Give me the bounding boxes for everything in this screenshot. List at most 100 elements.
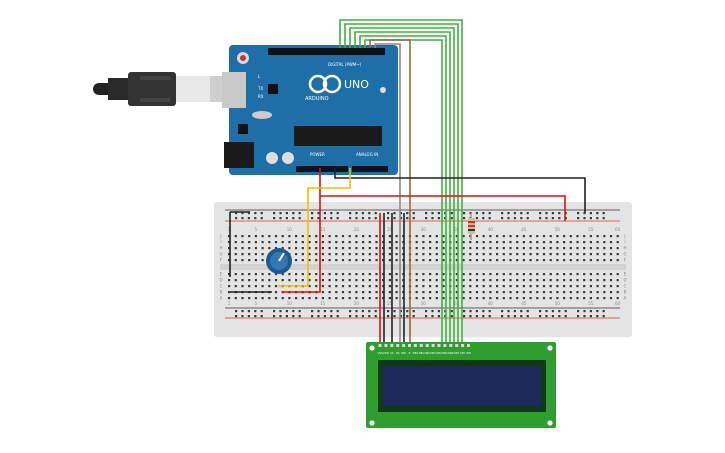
rail-hole	[488, 315, 491, 318]
rail-hole	[558, 212, 561, 215]
rail-hole	[602, 315, 605, 318]
lcd-pin-label: DB3	[430, 351, 436, 355]
breadboard-hole	[529, 253, 532, 256]
breadboard-hole	[482, 235, 485, 238]
breadboard-hole	[368, 297, 371, 300]
rail-hole	[602, 212, 605, 215]
rail-hole	[355, 310, 358, 313]
rail-hole	[393, 310, 396, 313]
breadboard-hole	[315, 241, 318, 244]
lcd-pin-label: RW	[401, 351, 406, 355]
breadboard-hole	[415, 241, 418, 244]
breadboard-hole	[429, 285, 432, 288]
breadboard-hole	[261, 273, 264, 276]
breadboard-hole	[469, 241, 472, 244]
rail-hole	[501, 310, 504, 313]
breadboard-hole	[395, 279, 398, 282]
rail-hole	[501, 212, 504, 215]
resistor[interactable]	[468, 213, 475, 240]
rail-hole	[317, 217, 320, 220]
column-number: 20	[354, 301, 360, 306]
breadboard-hole	[281, 273, 284, 276]
breadboard-hole	[308, 253, 311, 256]
breadboard-hole	[509, 273, 512, 276]
rail-hole	[336, 315, 339, 318]
potentiometer[interactable]	[266, 248, 292, 274]
breadboard-hole	[254, 235, 257, 238]
breadboard-hole	[609, 285, 613, 288]
rail-hole	[513, 217, 516, 220]
breadboard-hole	[341, 235, 345, 238]
breadboard-hole	[616, 273, 619, 276]
breadboard-hole	[462, 273, 465, 276]
breadboard-hole	[576, 247, 579, 250]
breadboard-hole	[335, 259, 338, 262]
breadboard-hole	[455, 235, 458, 238]
lcd-pin-label: DB4	[436, 351, 442, 355]
breadboard-hole	[496, 235, 499, 238]
breadboard-hole	[355, 247, 358, 250]
breadboard-hole	[315, 259, 318, 262]
breadboard-hole	[522, 279, 525, 282]
rail-hole	[564, 315, 567, 318]
breadboard-hole	[415, 285, 418, 288]
rail-hole	[437, 310, 440, 313]
breadboard-hole	[583, 253, 586, 256]
lcd-pin-label: VSS	[377, 351, 382, 355]
breadboard-hole	[308, 297, 311, 300]
rail-hole	[374, 315, 377, 318]
analog-header-label: ANALOG IN	[356, 152, 378, 157]
rail-hole	[482, 315, 485, 318]
breadboard-hole	[442, 247, 445, 250]
breadboard-hole	[603, 247, 606, 250]
breadboard-hole	[536, 285, 539, 288]
breadboard-hole	[435, 247, 438, 250]
breadboard-hole	[355, 235, 358, 238]
breadboard-hole	[429, 241, 432, 244]
breadboard-hole	[596, 259, 599, 262]
rail-hole	[412, 310, 415, 313]
breadboard-hole	[241, 279, 244, 282]
rail-hole	[488, 310, 491, 313]
breadboard-hole	[335, 285, 338, 288]
breadboard-hole	[301, 297, 304, 300]
lcd-pin	[467, 344, 470, 347]
breadboard-hole	[583, 279, 586, 282]
usb-cable[interactable]	[93, 72, 226, 106]
breadboard-hole	[328, 273, 331, 276]
breadboard-hole	[268, 297, 271, 300]
breadboard-hole	[603, 235, 606, 238]
breadboard-hole	[228, 247, 231, 250]
breadboard-hole	[254, 279, 257, 282]
breadboard-hole	[241, 253, 244, 256]
rail-hole	[558, 217, 561, 220]
row-letter: J	[623, 234, 625, 239]
breadboard-hole	[462, 291, 465, 294]
breadboard-hole	[536, 297, 539, 300]
breadboard-hole	[281, 247, 284, 250]
arduino-uno-board[interactable]: UNO ARDUINO DIGITAL (PWM~) POWER ANALOG …	[222, 45, 398, 175]
row-letter: B	[220, 290, 223, 295]
rail-hole	[507, 315, 510, 318]
column-number: 45	[521, 227, 527, 232]
breadboard-hole	[583, 273, 586, 276]
rail-hole	[539, 217, 542, 220]
column-number: 5	[255, 301, 258, 306]
breadboard-hole	[475, 235, 479, 238]
breadboard-hole	[489, 259, 492, 262]
breadboard-hole	[616, 235, 619, 238]
breadboard-hole	[609, 273, 613, 276]
rail-hole	[551, 212, 554, 215]
column-number: 1	[228, 301, 231, 306]
breadboard-hole	[288, 235, 291, 238]
breadboard-hole	[241, 247, 244, 250]
breadboard-hole	[348, 247, 351, 250]
rail-hole	[298, 315, 301, 318]
column-number: 25	[387, 227, 393, 232]
breadboard-hole	[522, 253, 525, 256]
breadboard-hole	[261, 285, 264, 288]
breadboard-hole	[563, 247, 566, 250]
breadboard-hole	[435, 253, 438, 256]
